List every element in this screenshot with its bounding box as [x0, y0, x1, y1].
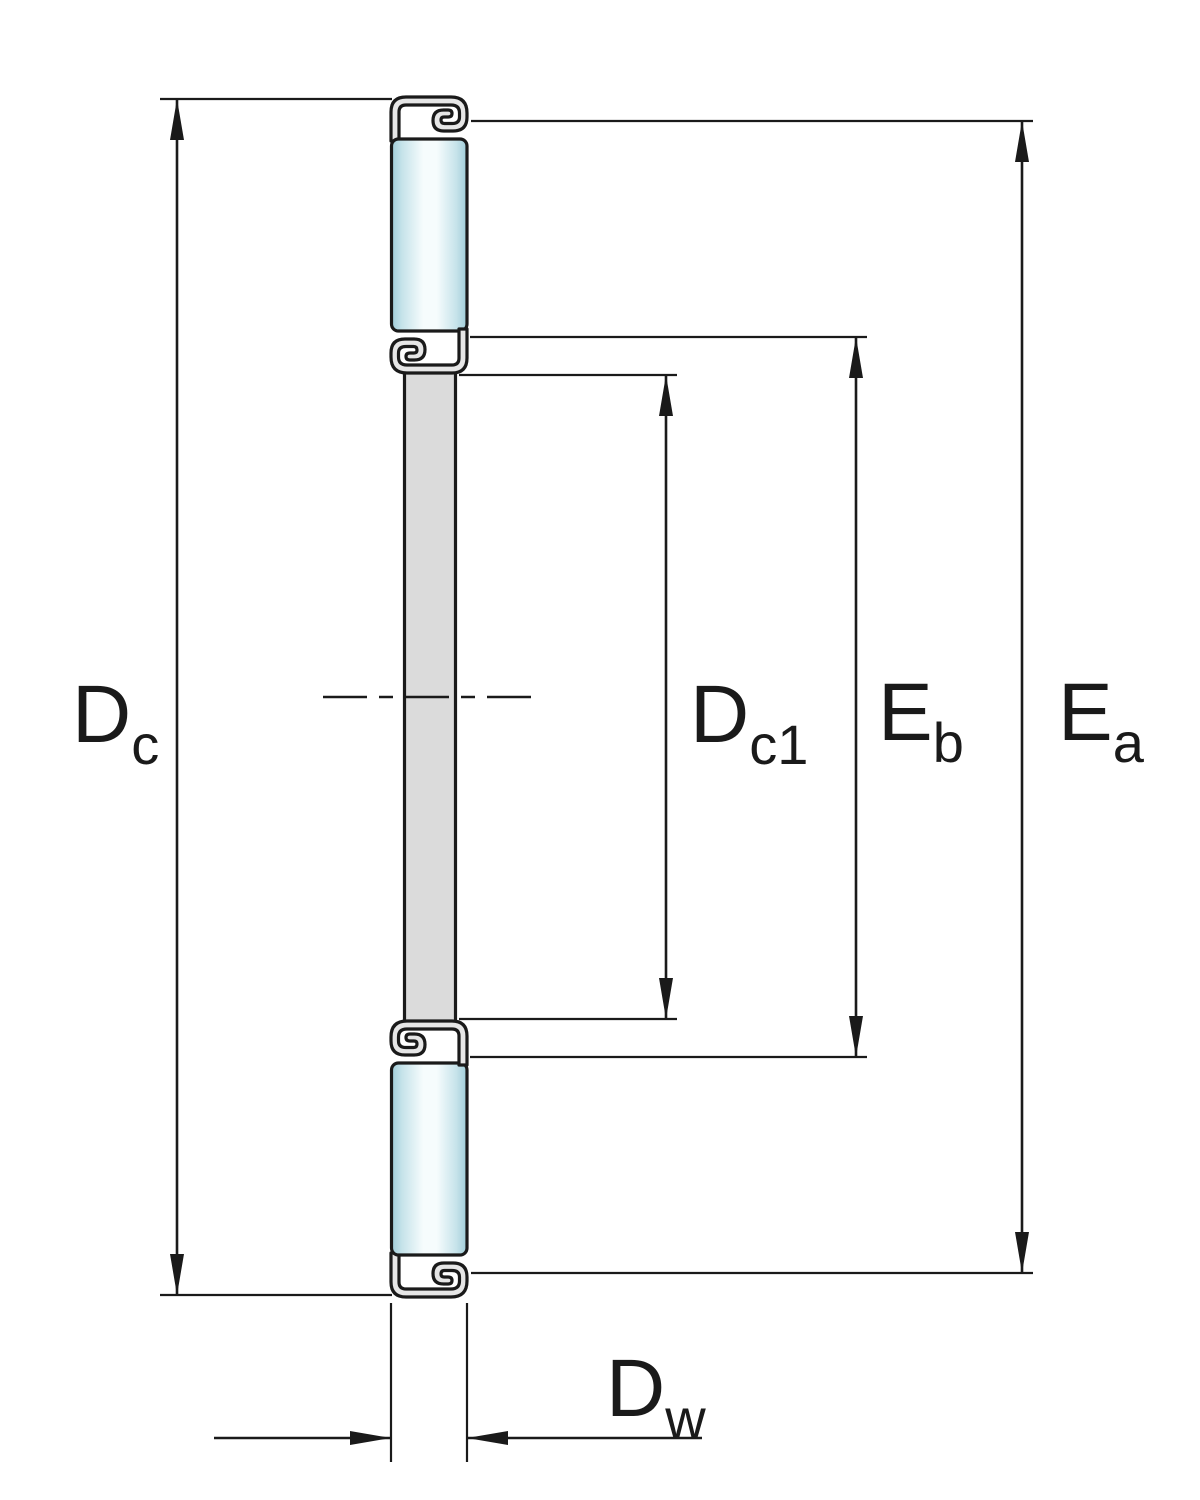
dim-label-ea: Ea [1058, 667, 1145, 774]
dim-label-dc-main: D [72, 669, 131, 760]
dimension-dw: Dw [214, 1303, 706, 1462]
dim-label-ea-main: E [1058, 667, 1113, 758]
dim-label-dc: Dc [72, 669, 159, 776]
arrowhead-down-icon [849, 1016, 863, 1057]
dimension-eb: Eb [470, 335, 964, 1059]
arrowhead-left-icon [467, 1431, 508, 1445]
dim-label-dw-sub: w [664, 1387, 706, 1450]
arrowhead-right-icon [350, 1431, 391, 1445]
dim-label-ea-sub: a [1113, 711, 1145, 774]
arrowhead-down-icon [170, 1254, 184, 1295]
dimension-ea: Ea [471, 119, 1145, 1275]
lower-roller-assembly [391, 1021, 467, 1297]
arrowhead-up-icon [170, 99, 184, 140]
dim-label-dc1: Dc1 [690, 669, 808, 776]
bearing-cross-section [323, 95, 541, 1297]
dimension-dc: Dc [72, 97, 392, 1297]
dim-label-eb: Eb [878, 667, 964, 774]
dim-label-dc1-main: D [690, 669, 749, 760]
arrowhead-up-icon [659, 375, 673, 416]
upper-roller-assembly [389, 95, 469, 375]
dim-label-eb-main: E [878, 667, 933, 758]
dim-label-dw-main: D [606, 1343, 665, 1434]
arrowhead-down-icon [659, 978, 673, 1019]
dim-label-eb-sub: b [933, 711, 964, 774]
arrowhead-up-icon [1015, 121, 1029, 162]
arrowhead-down-icon [1015, 1232, 1029, 1273]
arrowhead-up-icon [849, 337, 863, 378]
dimension-dc1: Dc1 [459, 373, 808, 1021]
needle-roller-top [389, 137, 469, 333]
dim-label-dw: Dw [606, 1343, 706, 1450]
dim-label-dc-sub: c [131, 713, 159, 776]
dim-label-dc1-sub: c1 [749, 713, 808, 776]
cage-lip-inner-top-icon [389, 327, 469, 375]
cage-lip-outer-top-icon [389, 95, 469, 143]
